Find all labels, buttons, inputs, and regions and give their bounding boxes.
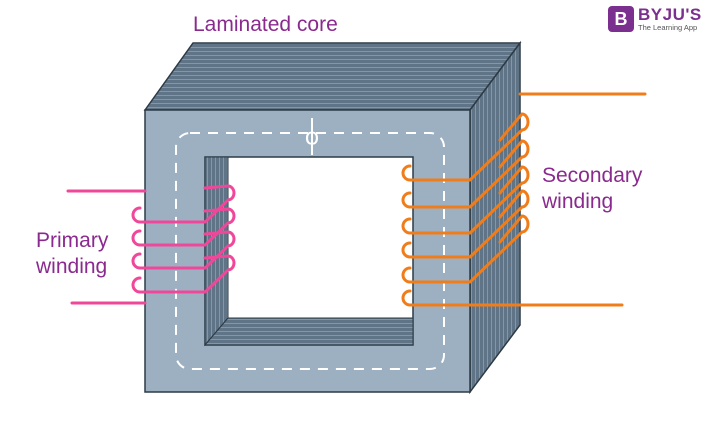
core-inner-bottom-wall [203,317,414,346]
primary-label-line1: Primary [36,229,109,252]
secondary-winding-turn [401,189,530,259]
secondary-winding-turn [401,139,530,209]
flux-symbol: ϕ [305,125,320,150]
secondary-label-line2: winding [542,190,614,213]
secondary-winding-turn [401,112,530,182]
primary-winding-turn [131,254,236,294]
logo-tagline: The Learning App [638,22,698,32]
primary-label-line2: winding [36,255,108,278]
secondary-label-line1: Secondary [542,164,643,187]
core-front-face [144,109,471,393]
flux-path [175,132,445,370]
secondary-winding-label: Secondary winding [542,163,642,215]
logo-name: BYJU'S [638,4,702,24]
secondary-winding-turn [401,165,530,235]
secondary-winding-turn [401,289,472,307]
logo-mark: B [608,6,634,32]
laminated-core-label: Laminated core [193,13,338,36]
core-top-face [143,42,522,111]
byjus-logo: B BYJU'S The Learning App [608,6,702,32]
secondary-winding-turn [401,214,530,284]
primary-winding-label: Primary winding [36,228,108,280]
